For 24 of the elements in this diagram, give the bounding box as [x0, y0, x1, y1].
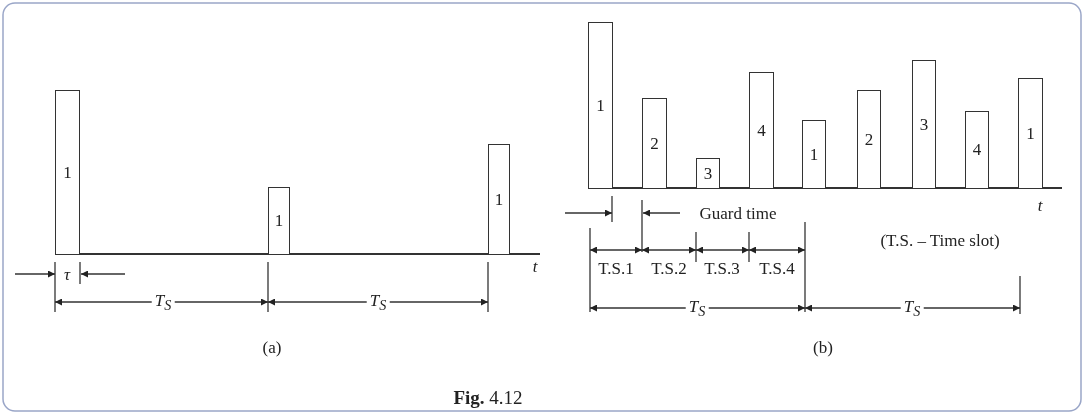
pulse-bar: 1 [802, 120, 826, 188]
figure-caption: Fig. 4.12 [453, 387, 523, 409]
slot-label: T.S.4 [759, 259, 795, 277]
guard-time-label: Guard time [699, 204, 777, 222]
tau-label: τ [63, 265, 71, 283]
panel-label: (a) [262, 338, 282, 356]
pulse-bar: 1 [488, 144, 510, 254]
axis-label: t [532, 257, 538, 275]
pulse-bar: 1 [268, 187, 290, 254]
pulse-bar: 1 [55, 90, 80, 254]
axis-label: t [1037, 196, 1043, 214]
pulse-bar: 2 [857, 90, 881, 188]
pulse-bar: 1 [1018, 78, 1043, 188]
pulse-bar: 3 [696, 158, 720, 188]
pulse-bar: 4 [965, 111, 989, 188]
slot-label: T.S.2 [651, 259, 687, 277]
pulse-bar: 4 [749, 72, 774, 188]
panel-label: (b) [813, 338, 833, 356]
slot-label: T.S.3 [704, 259, 740, 277]
pulse-bar: 3 [912, 60, 936, 188]
pulse-bar: 1 [588, 22, 613, 188]
note-text: (T.S. – Time slot) [880, 231, 1000, 249]
slot-label: T.S.1 [598, 259, 634, 277]
pulse-bar: 2 [642, 98, 667, 188]
